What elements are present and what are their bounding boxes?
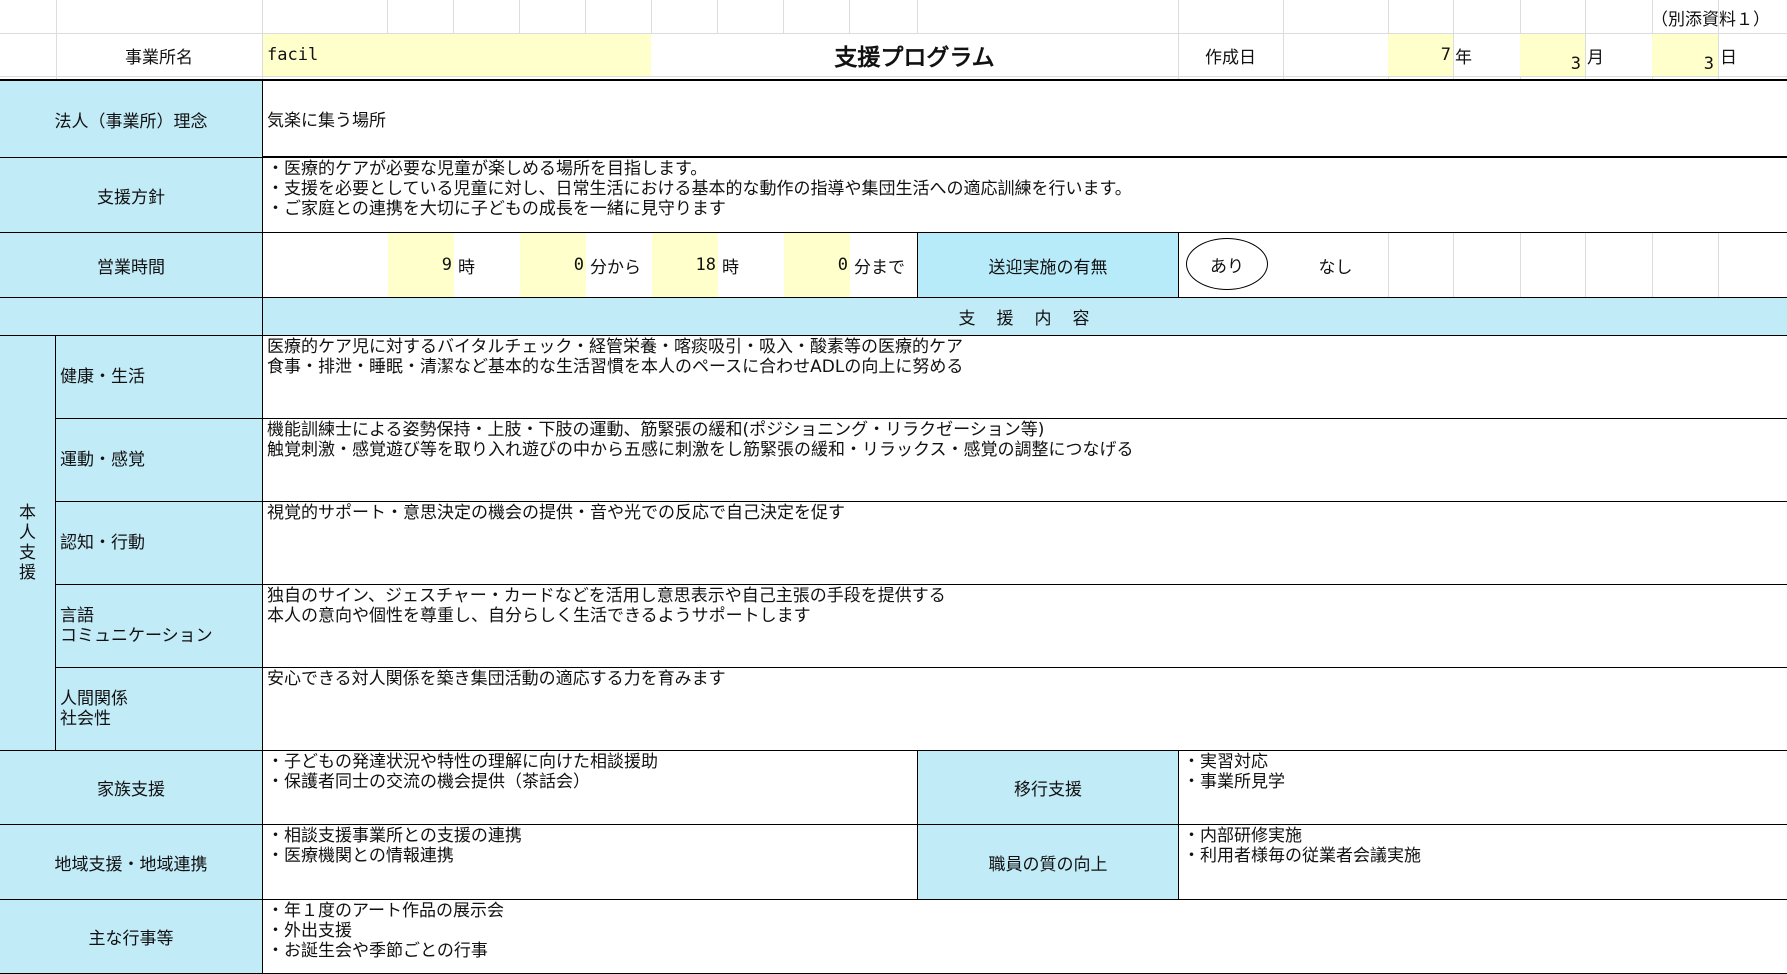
support-language-text: 独自のサイン、ジェスチャー・カードなどを活用し意思表示や自己主張の手段を提供する… bbox=[263, 585, 1787, 668]
open-hour-unit: 時 bbox=[458, 257, 475, 278]
business-hours-label: 営業時間 bbox=[0, 233, 263, 298]
events-label: 主な行事等 bbox=[0, 900, 263, 974]
created-date-label: 作成日 bbox=[1205, 47, 1256, 68]
attachment-label: （別添資料１） bbox=[1651, 9, 1770, 30]
events-text: ・年１度のアート作品の展示会 ・外出支援 ・お誕生会や季節ごとの行事 bbox=[263, 900, 1787, 974]
office-name-field[interactable]: facil bbox=[263, 34, 651, 76]
support-cognition-text: 視覚的サポート・意思決定の機会の提供・音や光での反応で自己決定を促す bbox=[263, 502, 1787, 585]
staff-quality-label: 職員の質の向上 bbox=[917, 825, 1179, 900]
policy-text: ・医療的ケアが必要な児童が楽しめる場所を目指します。 ・支援を必要としている児童… bbox=[263, 158, 1787, 233]
support-social-label: 人間関係 社会性 bbox=[56, 668, 263, 751]
open-hour-field[interactable]: 9 bbox=[388, 233, 454, 297]
transport-yes-option[interactable]: あり bbox=[1186, 238, 1268, 290]
family-support-label: 家族支援 bbox=[0, 751, 263, 825]
transport-label: 送迎実施の有無 bbox=[917, 233, 1179, 298]
until-unit: 分まで bbox=[854, 257, 905, 278]
close-minute-field[interactable]: 0 bbox=[784, 233, 850, 297]
support-cognition-label: 認知・行動 bbox=[56, 502, 263, 585]
support-motor-text: 機能訓練士による姿勢保持・上肢・下肢の運動、筋緊張の緩和(ポジショニング・リラク… bbox=[263, 419, 1787, 502]
year-unit: 年 bbox=[1455, 47, 1472, 68]
personal-support-label: 本 人 支 援 bbox=[0, 336, 56, 751]
philosophy-label: 法人（事業所）理念 bbox=[0, 81, 263, 158]
transition-support-text: ・実習対応 ・事業所見学 bbox=[1179, 751, 1787, 825]
created-year-field[interactable]: 7 bbox=[1388, 34, 1453, 76]
transport-options: あり なし bbox=[1179, 233, 1787, 298]
day-unit: 日 bbox=[1720, 47, 1737, 68]
support-social-text: 安心できる対人関係を築き集団活動の適応する力を育みます bbox=[263, 668, 1787, 751]
transport-no-option[interactable]: なし bbox=[1318, 257, 1353, 278]
staff-quality-text: ・内部研修実施 ・利用者様毎の従業者会議実施 bbox=[1179, 825, 1787, 900]
support-health-label: 健康・生活 bbox=[56, 336, 263, 419]
program-table: 法人（事業所）理念 気楽に集う場所 支援方針 ・医療的ケアが必要な児童が楽しめる… bbox=[0, 79, 1787, 974]
month-unit: 月 bbox=[1587, 47, 1604, 68]
policy-label: 支援方針 bbox=[0, 158, 263, 233]
transition-support-label: 移行支援 bbox=[917, 751, 1179, 825]
from-unit: 分から bbox=[590, 257, 641, 278]
business-hours-row: 9 時 0 分から 18 時 0 分まで bbox=[263, 233, 917, 298]
support-content-header-spacer bbox=[0, 298, 263, 336]
philosophy-value: 気楽に集う場所 bbox=[263, 81, 1787, 158]
support-motor-label: 運動・感覚 bbox=[56, 419, 263, 502]
office-name-label: 事業所名 bbox=[125, 47, 193, 68]
created-month-field[interactable]: 3 bbox=[1520, 34, 1585, 76]
community-text: ・相談支援事業所との支援の連携 ・医療機関との情報連携 bbox=[263, 825, 917, 900]
created-day-field[interactable]: 3 bbox=[1652, 34, 1718, 76]
open-minute-field[interactable]: 0 bbox=[520, 233, 586, 297]
support-content-header: 支 援 内 容 bbox=[263, 298, 1787, 336]
page-title: 支援プログラム bbox=[834, 45, 995, 71]
support-language-label: 言語 コミュニケーション bbox=[56, 585, 263, 668]
community-label: 地域支援・地域連携 bbox=[0, 825, 263, 900]
close-hour-field[interactable]: 18 bbox=[652, 233, 718, 297]
close-hour-unit: 時 bbox=[722, 257, 739, 278]
family-support-text: ・子どもの発達状況や特性の理解に向けた相談援助 ・保護者同士の交流の機会提供（茶… bbox=[263, 751, 917, 825]
support-health-text: 医療的ケア児に対するバイタルチェック・経管栄養・喀痰吸引・吸入・酸素等の医療的ケ… bbox=[263, 336, 1787, 419]
